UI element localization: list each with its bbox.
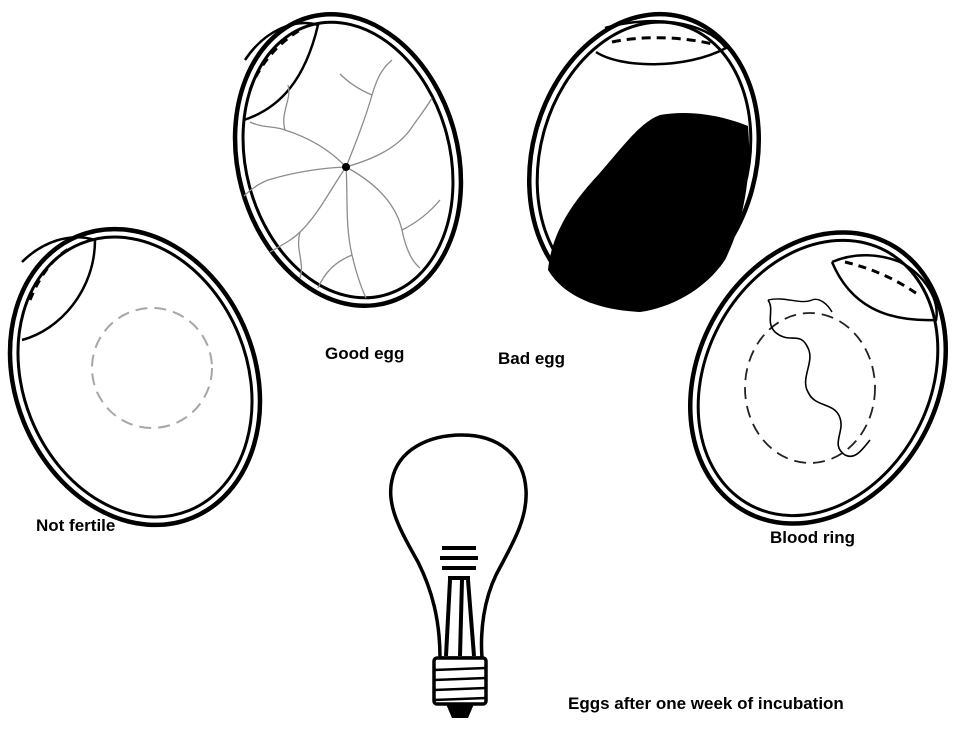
light-bulb-icon bbox=[391, 435, 527, 718]
egg-not-fertile bbox=[0, 191, 303, 563]
egg-shell-outer bbox=[0, 191, 303, 563]
egg-good bbox=[203, 0, 492, 331]
bulb-contact bbox=[446, 704, 474, 718]
label-blood-ring: Blood ring bbox=[770, 528, 855, 548]
label-good-egg: Good egg bbox=[325, 344, 404, 364]
diagram-caption: Eggs after one week of incubation bbox=[568, 694, 844, 714]
label-bad-egg: Bad egg bbox=[498, 349, 565, 369]
embryo-dot bbox=[342, 163, 350, 171]
label-not-fertile: Not fertile bbox=[36, 516, 115, 536]
